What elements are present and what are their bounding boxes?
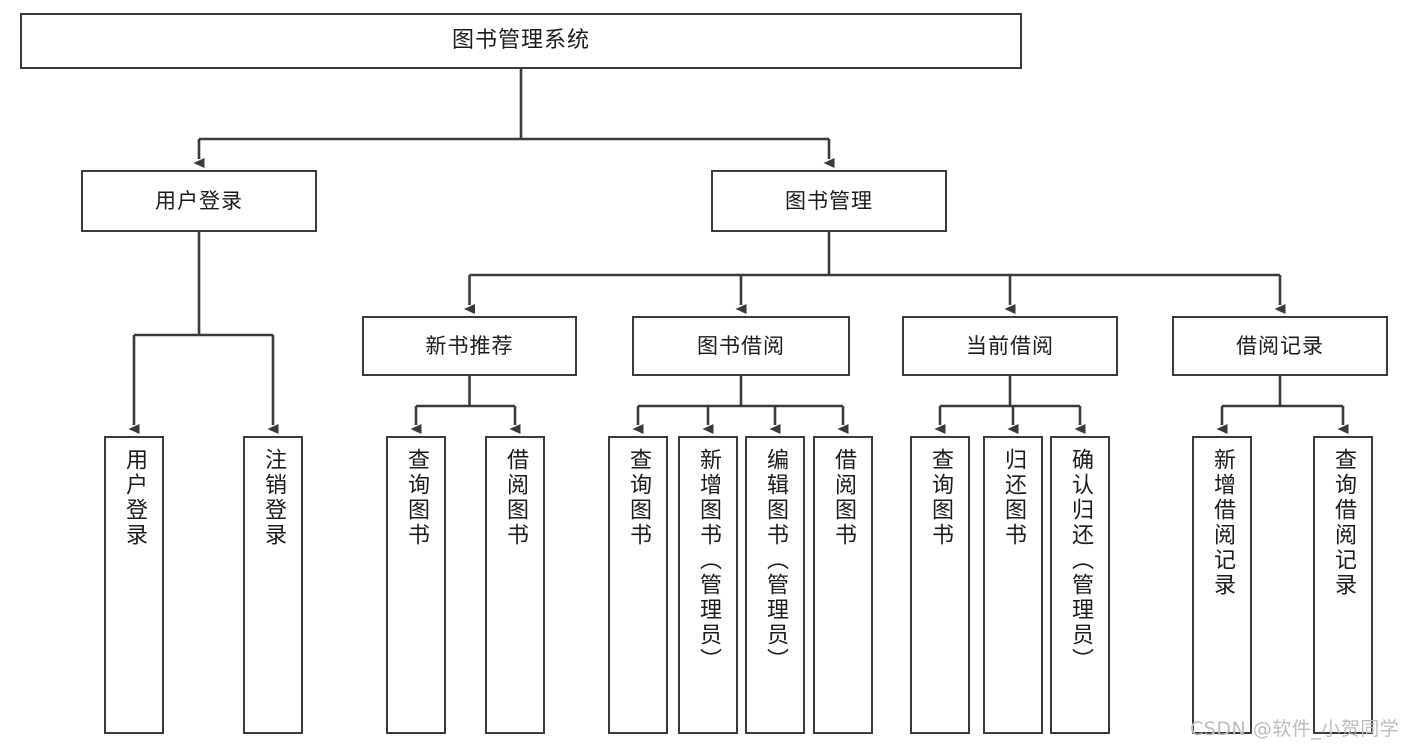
watermark-label: CSDN @软件_小贺同学 — [1190, 718, 1400, 740]
node-leaf-query-record[interactable]: 查询借阅记录 — [1313, 436, 1373, 734]
node-leaf-borrow-book-rec[interactable]: 借阅图书 — [485, 436, 545, 734]
node-leaf-user-logout[interactable]: 注销登录 — [243, 436, 303, 734]
node-label: 查询图书 — [928, 448, 953, 548]
node-new-book-recommend[interactable]: 新书推荐 — [362, 316, 577, 376]
node-leaf-confirm-return[interactable]: 确认归还（管理员） — [1050, 436, 1110, 734]
node-label: 新增图书（管理员） — [696, 448, 721, 673]
node-leaf-query-book-borrow[interactable]: 查询图书 — [608, 436, 668, 734]
node-label: 编辑图书（管理员） — [763, 448, 788, 673]
node-label: 归还图书 — [1001, 448, 1026, 548]
node-leaf-add-record[interactable]: 新增借阅记录 — [1192, 436, 1252, 734]
node-current-borrow[interactable]: 当前借阅 — [902, 316, 1118, 376]
node-label: 借阅图书 — [831, 448, 856, 548]
node-label: 新书推荐 — [425, 333, 514, 358]
node-leaf-user-login[interactable]: 用户登录 — [104, 436, 164, 734]
node-label: 图书管理 — [785, 188, 873, 213]
node-user-login[interactable]: 用户登录 — [81, 170, 317, 232]
node-label: 注销登录 — [261, 448, 286, 548]
node-leaf-add-book[interactable]: 新增图书（管理员） — [678, 436, 738, 734]
node-leaf-edit-book[interactable]: 编辑图书（管理员） — [745, 436, 805, 734]
node-label: 借阅记录 — [1236, 333, 1324, 358]
node-label: 新增借阅记录 — [1210, 448, 1235, 598]
node-root[interactable]: 图书管理系统 — [20, 13, 1022, 69]
node-book-borrow[interactable]: 图书借阅 — [632, 316, 850, 376]
node-label: 图书借阅 — [697, 333, 785, 358]
node-leaf-query-book-cur[interactable]: 查询图书 — [910, 436, 970, 734]
node-leaf-return-book[interactable]: 归还图书 — [983, 436, 1043, 734]
node-label: 确认归还（管理员） — [1068, 448, 1093, 673]
node-label: 查询图书 — [404, 448, 429, 548]
node-borrow-record[interactable]: 借阅记录 — [1172, 316, 1388, 376]
node-label: 用户登录 — [122, 448, 147, 548]
node-label: 用户登录 — [155, 188, 243, 213]
node-leaf-borrow-book[interactable]: 借阅图书 — [813, 436, 873, 734]
node-label: 图书管理系统 — [451, 28, 590, 54]
node-label: 查询借阅记录 — [1331, 448, 1356, 598]
node-leaf-query-book-rec[interactable]: 查询图书 — [386, 436, 446, 734]
node-book-manage[interactable]: 图书管理 — [711, 170, 947, 232]
node-label: 当前借阅 — [966, 333, 1054, 358]
node-label: 查询图书 — [626, 448, 651, 548]
node-label: 借阅图书 — [503, 448, 528, 548]
